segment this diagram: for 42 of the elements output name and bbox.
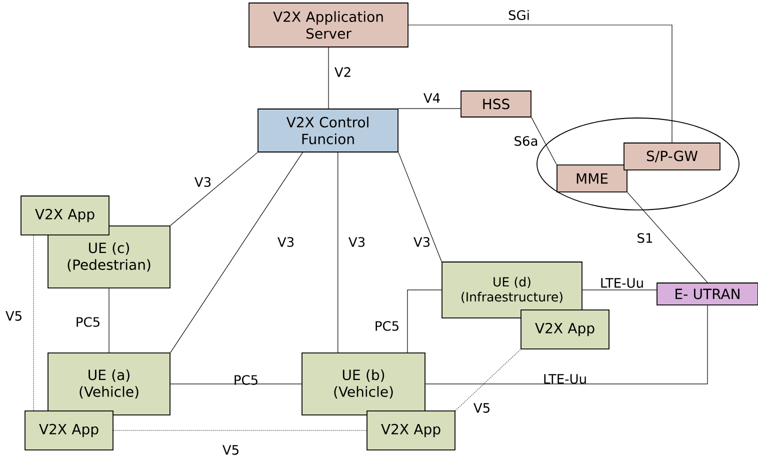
- connector-line: [113, 430, 367, 431]
- connector-line: [328, 47, 329, 109]
- edge-label: V3: [194, 177, 211, 187]
- mme-box: MME: [556, 164, 628, 192]
- edge-label: V5: [222, 445, 238, 455]
- connector-line: [407, 290, 442, 353]
- connector-line: [455, 349, 521, 411]
- edge-label: V3: [414, 237, 430, 247]
- server-box: V2X Application Server: [248, 2, 408, 48]
- core-network-ellipse: [536, 118, 740, 210]
- edge-label: V5: [474, 403, 490, 413]
- app-box: V2X App: [20, 196, 110, 236]
- edge-label: V2: [334, 67, 350, 77]
- connector-line: [108, 288, 110, 353]
- app-box: V2X App: [520, 310, 610, 350]
- edge-label: S1: [638, 233, 652, 243]
- connector-line: [398, 152, 442, 262]
- edge-label: PC5: [76, 317, 100, 327]
- connector-line: [170, 152, 303, 353]
- edge-label: LTE-Uu: [601, 278, 643, 288]
- edge-label: V4: [424, 93, 440, 103]
- edge-label: V5: [6, 311, 22, 321]
- control-function-box: V2X Control Funcion: [258, 108, 398, 152]
- app-box: V2X App: [366, 410, 456, 450]
- connector-line: [531, 117, 557, 165]
- connector-line: [425, 305, 708, 384]
- edge-label: PC5: [234, 375, 258, 385]
- edge-label: LTE-Uu: [544, 374, 586, 384]
- app-box: V2X App: [24, 410, 114, 450]
- connector-line: [627, 192, 708, 283]
- edge-label: PC5: [376, 321, 398, 331]
- edge-label: S6a: [514, 136, 538, 146]
- e-utran-box: E- UTRAN: [656, 282, 758, 306]
- gateway-box: S/P-GW: [624, 142, 720, 170]
- edge-label: SGi: [508, 10, 529, 20]
- connector-line: [170, 152, 258, 226]
- hss-box: HSS: [460, 90, 532, 118]
- edge-label: V3: [278, 237, 294, 247]
- connector-line: [398, 108, 461, 109]
- connector-line: [33, 235, 34, 411]
- edge-label: V3: [348, 237, 365, 247]
- connector-line: [408, 24, 672, 143]
